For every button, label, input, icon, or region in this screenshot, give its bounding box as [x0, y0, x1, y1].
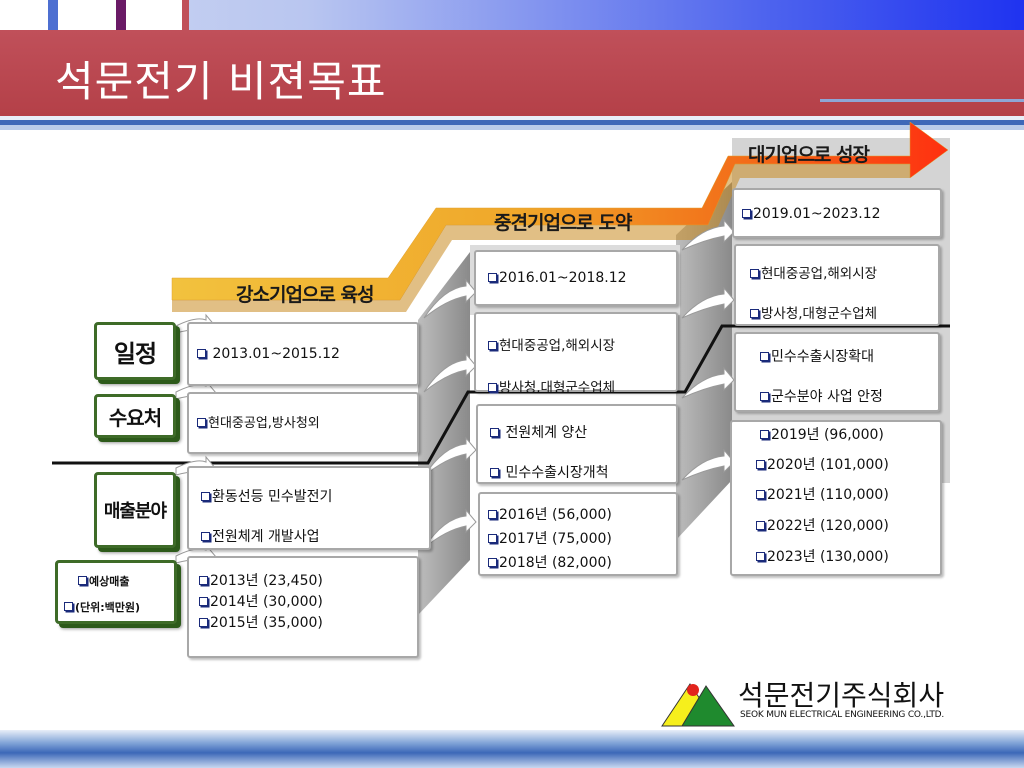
top-deco-white	[0, 0, 48, 30]
band-line-2	[0, 120, 1024, 125]
bullet-icon	[760, 392, 769, 401]
stage3-period-box: 2019.01~2023.12	[732, 188, 942, 238]
bottom-band	[0, 730, 1024, 768]
stage3-customer-box: 현대중공업,해외시장 방사청,대형군수업체	[734, 244, 940, 326]
company-logo-icon	[661, 683, 735, 727]
page-title: 석문전기 비젼목표	[55, 57, 387, 106]
bullet-icon	[742, 209, 751, 218]
bullet-icon	[201, 532, 210, 541]
bullet-icon	[756, 460, 765, 469]
band-line-3	[0, 125, 1024, 130]
bullet-icon	[750, 269, 759, 278]
top-deco-blue	[48, 0, 58, 30]
stage1-customer-box: 현대중공업,방사청외	[187, 392, 419, 454]
bullet-icon	[201, 492, 210, 501]
bullet-icon	[197, 418, 206, 427]
bullet-icon	[760, 352, 769, 361]
bullet-icon	[197, 349, 206, 358]
bullet-icon	[199, 618, 208, 627]
top-deco-white-2	[58, 0, 116, 30]
bullet-icon	[756, 521, 765, 530]
stage3-sales-field-box: 민수수출시장확대 군수분야 사업 안정	[734, 332, 940, 412]
stage2-sales-box: 2016년 (56,000) 2017년 (75,000) 2018년 (82,…	[478, 492, 678, 576]
growth-arrow-shadow	[172, 164, 910, 312]
bullet-icon	[488, 534, 497, 543]
stage1-period-box: 2013.01~2015.12	[187, 322, 419, 386]
top-deco-purple	[116, 0, 126, 30]
stage-label-1: 강소기업으로 육성	[236, 284, 374, 306]
bullet-icon	[490, 468, 499, 477]
bullet-icon	[488, 383, 497, 392]
bullet-icon	[199, 597, 208, 606]
top-deco-red	[182, 0, 189, 30]
label-expected-sales: 예상매출 (단위:백만원)	[55, 560, 177, 624]
bullet-icon	[488, 341, 497, 350]
bullet-icon	[488, 273, 497, 282]
stage-label-2: 중견기업으로 도약	[494, 212, 632, 234]
bullet-icon	[750, 309, 759, 318]
label-schedule: 일정	[94, 322, 176, 380]
top-deco-white-3	[126, 0, 182, 30]
bullet-icon	[488, 510, 497, 519]
bullet-icon	[756, 552, 765, 561]
stage-label-3: 대기업으로 성장	[748, 144, 870, 166]
company-name: 석문전기주식회사	[738, 679, 945, 712]
bullet-icon	[756, 490, 765, 499]
band-line-1	[0, 116, 1024, 120]
company-english-name: SEOK MUN ELECTRICAL ENGINEERING CO.,LTD.	[740, 710, 945, 720]
bullet-icon	[490, 428, 499, 437]
bullet-icon	[760, 430, 769, 439]
band-accent-line	[820, 99, 1024, 102]
stage2-customer-box: 현대중공업,해외시장 방사청,대형군수업체	[474, 312, 678, 396]
bullet-icon	[64, 602, 73, 611]
bullet-icon	[488, 558, 497, 567]
bullet-icon	[78, 576, 87, 585]
stage2-sales-field-box: 전원체계 양산 민수수출시장개척	[476, 404, 678, 484]
bullet-icon	[199, 576, 208, 585]
label-sales-field: 매출분야	[94, 472, 176, 548]
divider-line	[52, 324, 950, 465]
stage1-sales-field-box: 환동선등 민수발전기 전원체계 개발사업	[187, 466, 431, 550]
stage2-period-box: 2016.01~2018.12	[474, 250, 678, 306]
stage3-sales-box: 2019년 (96,000) 2020년 (101,000) 2021년 (11…	[730, 420, 942, 576]
label-customer: 수요처	[94, 394, 176, 438]
stage1-sales-box: 2013년 (23,450) 2014년 (30,000) 2015년 (35,…	[187, 556, 419, 658]
